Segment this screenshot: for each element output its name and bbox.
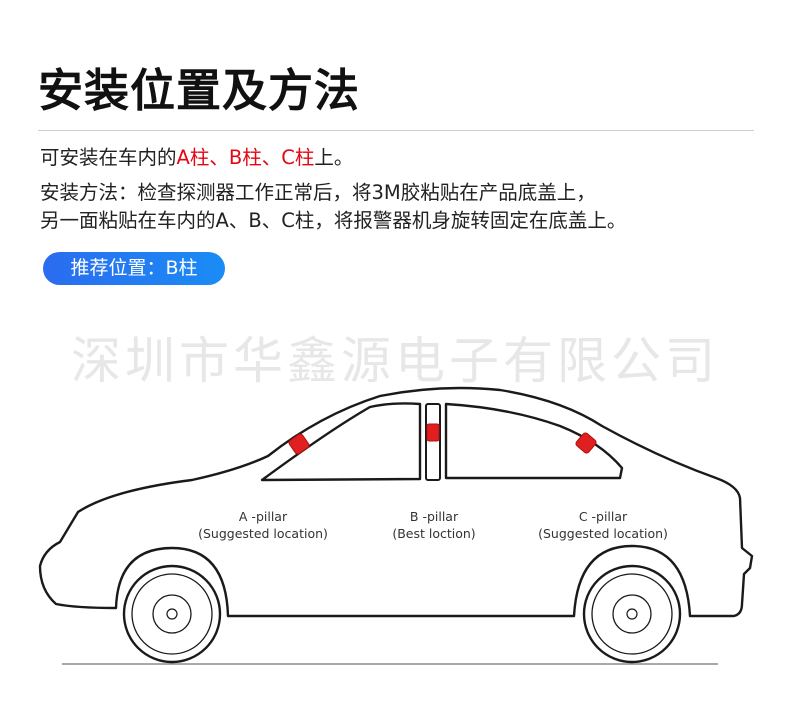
b-pillar-note: (Best loction): [392, 526, 476, 541]
b-pillar-highlight: B柱: [228, 146, 262, 169]
install-locations-text: 可安装在车内的A柱、B柱、C柱上。: [40, 146, 353, 169]
c-pillar-label: C -pillar (Suggested location): [533, 508, 673, 542]
a-pillar-note: (Suggested location): [198, 526, 328, 541]
c-pillar-sensor: [575, 432, 597, 454]
b-pillar-label: B -pillar (Best loction): [374, 508, 494, 542]
a-pillar-label: A -pillar (Suggested location): [193, 508, 333, 542]
title-divider: [38, 130, 754, 131]
a-pillar-sensor: [288, 433, 310, 455]
separator: 、: [209, 146, 229, 169]
b-pillar-post: [425, 403, 441, 481]
locations-prefix: 可安装在车内的: [40, 146, 177, 169]
a-pillar-name: A -pillar: [238, 509, 288, 524]
separator: 、: [261, 146, 282, 169]
c-pillar-highlight: C柱: [281, 146, 315, 169]
install-method-text: 安装方法：检查探测器工作正常后，将3M胶粘贴在产品底盖上，: [40, 181, 596, 204]
front-wheel: [122, 564, 222, 664]
company-watermark: 深圳市华鑫源电子有限公司: [71, 332, 719, 390]
locations-suffix: 上。: [314, 146, 354, 169]
c-pillar-name: C -pillar: [578, 509, 628, 524]
recommended-location-badge: 推荐位置：B柱: [43, 252, 225, 285]
page-title: 安装位置及方法: [38, 64, 361, 117]
b-pillar-sensor: [426, 423, 440, 442]
a-pillar-highlight: A柱: [176, 146, 210, 169]
c-pillar-note: (Suggested location): [538, 526, 668, 541]
install-method-text-continued: 另一面粘贴在车内的A、B、C柱，将报警器机身旋转固定在底盖上。: [40, 209, 627, 232]
rear-window: [444, 402, 624, 480]
b-pillar-name: B -pillar: [409, 509, 459, 524]
rear-wheel: [582, 564, 682, 664]
